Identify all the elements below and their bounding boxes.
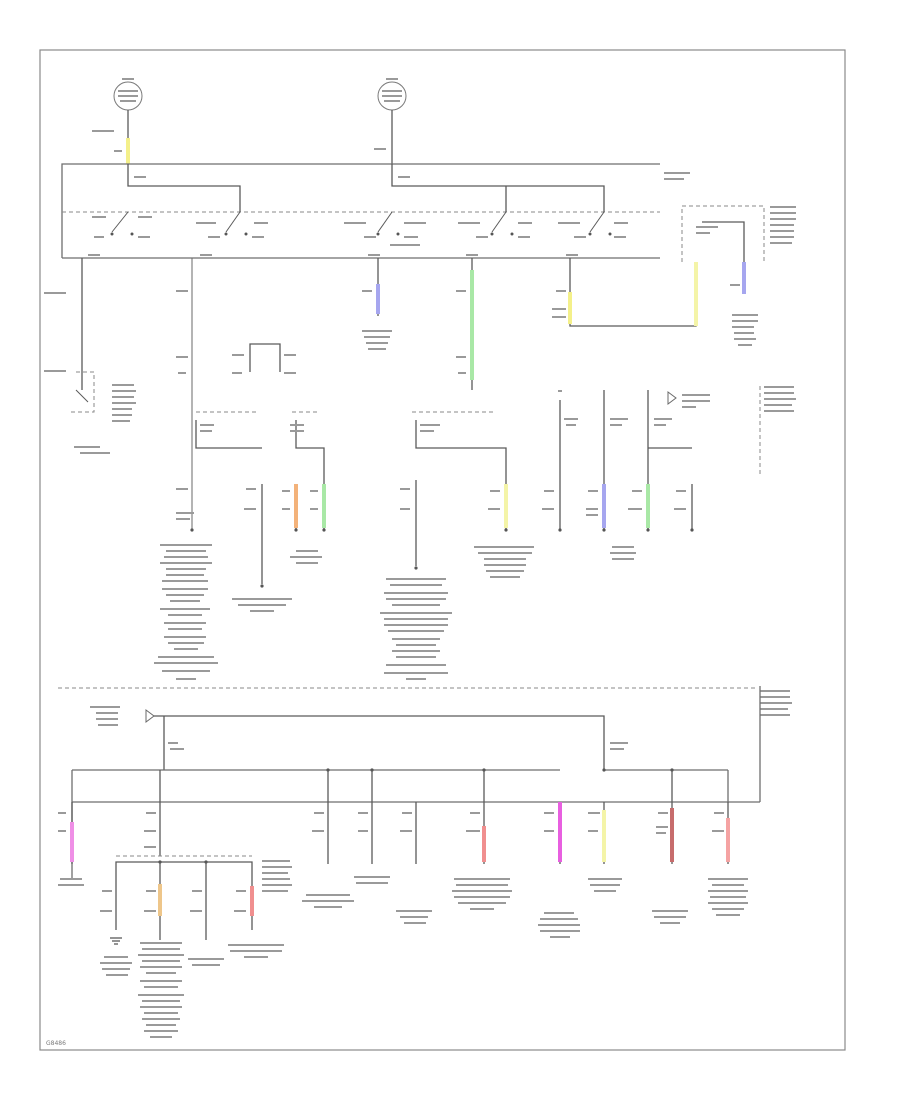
wire-dark-red [670, 808, 674, 862]
wire-yellow [568, 292, 572, 324]
bottom-distribution [58, 686, 761, 1038]
wire-blue [376, 284, 380, 314]
wire-blue [602, 484, 606, 528]
wire-blue [742, 262, 746, 294]
relay-switch-icon [344, 211, 426, 246]
wire-pink [70, 822, 74, 862]
relay-switch-icon [196, 211, 268, 238]
diagram-reference-code: G8486 [46, 1040, 66, 1047]
ground-symbol-icon [110, 937, 122, 945]
branch-left [44, 258, 136, 454]
branch-blue [362, 258, 392, 350]
branch-cluster [232, 484, 292, 612]
junction-node-icon [190, 528, 194, 532]
wire-magenta [558, 802, 562, 862]
connector-triangle-icon [667, 391, 677, 405]
branch-green [456, 258, 474, 390]
branch-yellow-loop [552, 258, 698, 327]
source-left [92, 78, 143, 164]
wire-orange [294, 484, 298, 528]
relay-switch-icon [92, 211, 152, 238]
wire-ochre [158, 884, 162, 916]
wire-red [250, 886, 254, 916]
right-top-module [681, 205, 796, 346]
relay-switch-icon [558, 211, 628, 238]
wire-red [482, 826, 486, 862]
branch-center-system [380, 411, 534, 680]
source-center [374, 78, 407, 164]
branch-orange-green [282, 411, 326, 564]
branch-ignition [154, 258, 296, 680]
wire-green [646, 484, 650, 528]
relay-switch-icon [458, 211, 532, 238]
branch-right-middle [542, 386, 796, 560]
wire-yellow [126, 138, 130, 164]
diagram-frame [39, 49, 846, 1051]
wire-salmon [726, 818, 730, 862]
fuse-relay-block [61, 163, 690, 259]
wire-light-yellow [694, 262, 698, 326]
wire-light-yellow [504, 484, 508, 528]
connector-triangle-icon [145, 709, 155, 723]
wire-light-yellow [602, 810, 606, 862]
wire-green [322, 484, 326, 528]
wire-green [470, 270, 474, 380]
